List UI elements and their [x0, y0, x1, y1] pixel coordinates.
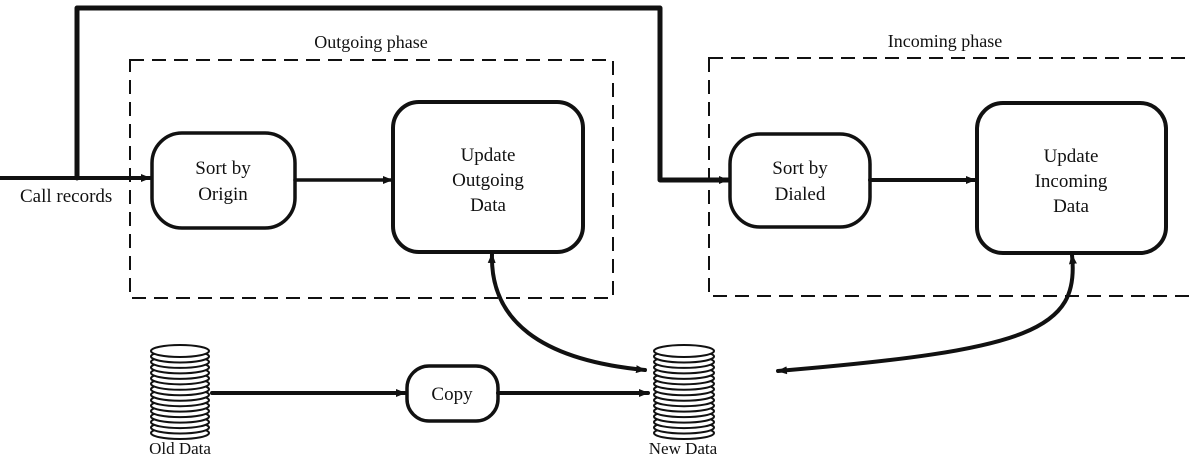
call-records-bypass-line [74, 5, 731, 184]
copy-label: Copy [431, 384, 473, 405]
new-data-label: New Data [649, 439, 718, 457]
sort-by-dialed-line-2: Dialed [775, 184, 826, 205]
update-incoming-line-3: Data [1053, 196, 1089, 217]
update-outgoing-line-3: Data [470, 195, 506, 216]
sort-by-origin-line-2: Origin [198, 184, 248, 205]
sort-by-dialed-process [728, 132, 872, 229]
sort-by-origin-line-1: Sort by [195, 158, 251, 179]
update-incoming-line-1: Update [1044, 146, 1099, 167]
call-records-label: Call records [20, 186, 112, 207]
link-update-incoming-new-data [776, 253, 1077, 375]
disk-platter [653, 344, 715, 358]
update-outgoing-data-process [391, 100, 585, 254]
incoming-phase-label: Incoming phase [888, 31, 1002, 51]
new-data-store [653, 344, 715, 440]
sort-by-dialed-line-1: Sort by [772, 158, 828, 179]
sort-by-origin-process [150, 131, 297, 230]
disk-platter [150, 344, 210, 358]
update-incoming-data-process [975, 101, 1168, 255]
old-data-label: Old Data [149, 439, 211, 457]
update-incoming-line-2: Incoming [1035, 171, 1108, 192]
update-outgoing-line-1: Update [461, 145, 516, 166]
old-data-store [150, 344, 210, 440]
outgoing-phase-label: Outgoing phase [314, 32, 427, 52]
update-outgoing-line-2: Outgoing [452, 170, 524, 191]
link-update-outgoing-new-data [487, 252, 647, 374]
